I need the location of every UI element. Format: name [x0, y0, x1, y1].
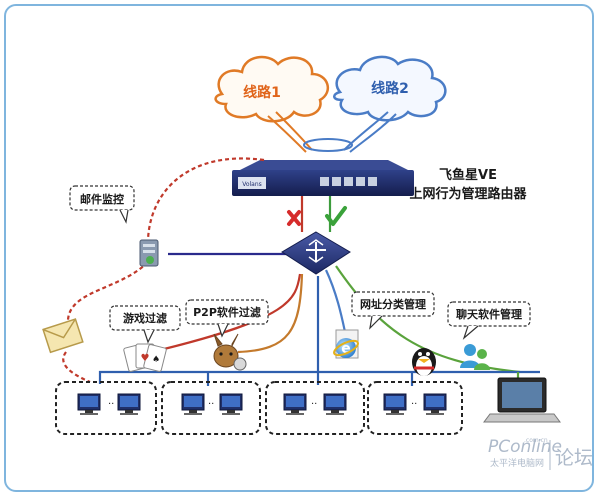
router-brand: Volans — [242, 181, 262, 188]
device-description: 上网行为管理路由器 — [409, 186, 527, 202]
callout-url: 网址分类管理 — [351, 291, 435, 330]
device-name: 飞鱼星VE — [439, 167, 497, 183]
computer-group-1: ·· — [55, 381, 157, 435]
callout-game-label: 游戏过滤 — [123, 311, 167, 325]
computer-groups: ·· ·· — [55, 381, 463, 435]
callout-mail-label: 邮件监控 — [80, 192, 124, 206]
ie-browser-icon: e — [333, 329, 359, 359]
cloud-icon — [214, 55, 330, 123]
watermark-site: PConline — [488, 437, 562, 457]
router-brand-plate — [238, 177, 266, 189]
switch-device — [281, 231, 351, 275]
watermark-forum: 论坛 — [555, 447, 593, 469]
computer-icon — [283, 393, 307, 415]
cloud-line2: 线路2 — [333, 55, 447, 122]
watermark-sub: 太平洋电脑网 — [490, 457, 544, 469]
donkey-icon — [213, 333, 247, 371]
router-device: Volans 飞鱼星VE 上网行为管理路由器 — [232, 160, 527, 202]
msn-people-icon — [460, 344, 490, 370]
cloud-line1: 线路1 — [214, 55, 330, 123]
watermark-site-suffix: .com.cn — [524, 437, 548, 444]
cloud-line2-label: 线路2 — [371, 80, 409, 97]
computer-group-2: ·· — [161, 381, 261, 435]
wan-wires — [267, 111, 397, 153]
mail-envelope-icon — [42, 318, 84, 354]
callout-game: 游戏过滤 — [109, 305, 181, 344]
callout-p2p-label: P2P软件过滤 — [193, 305, 261, 319]
svg-text:♠: ♠ — [152, 355, 160, 365]
svg-text:··: ·· — [311, 399, 317, 410]
cloud-line1-label: 线路1 — [243, 84, 281, 101]
callout-p2p: P2P软件过滤 — [185, 299, 269, 338]
qq-penguin-icon — [412, 348, 436, 376]
callout-chat: 聊天软件管理 — [447, 301, 531, 340]
computer-icon — [323, 393, 347, 415]
computer-icon — [219, 393, 243, 415]
cloud-icon — [333, 55, 447, 122]
svg-text:♥: ♥ — [141, 353, 150, 364]
computer-icon — [117, 393, 141, 415]
check-mark-icon — [325, 206, 347, 226]
svg-text:e: e — [341, 341, 351, 357]
computer-icon — [423, 393, 447, 415]
computer-icon — [181, 393, 205, 415]
computer-group-4: ·· — [367, 381, 463, 435]
laptop-icon — [483, 377, 561, 423]
computer-icon — [383, 393, 407, 415]
svg-text:··: ·· — [208, 399, 214, 410]
cross-mark-icon — [287, 210, 301, 226]
svg-text:··: ·· — [108, 399, 114, 410]
callout-url-label: 网址分类管理 — [360, 297, 426, 311]
outer-frame — [4, 4, 594, 492]
watermark: PConline .com.cn 太平洋电脑网 论坛 — [488, 437, 593, 470]
mail-server-icon — [139, 239, 159, 267]
svg-text:··: ·· — [411, 399, 417, 410]
computer-icon — [77, 393, 101, 415]
computer-group-3: ·· — [265, 381, 365, 435]
router-ports — [320, 177, 377, 186]
callout-chat-label: 聊天软件管理 — [456, 307, 522, 321]
router-top — [240, 160, 408, 170]
playing-cards-icon: ♥ ♠ — [123, 343, 167, 372]
callout-mail: 邮件监控 — [69, 185, 135, 224]
